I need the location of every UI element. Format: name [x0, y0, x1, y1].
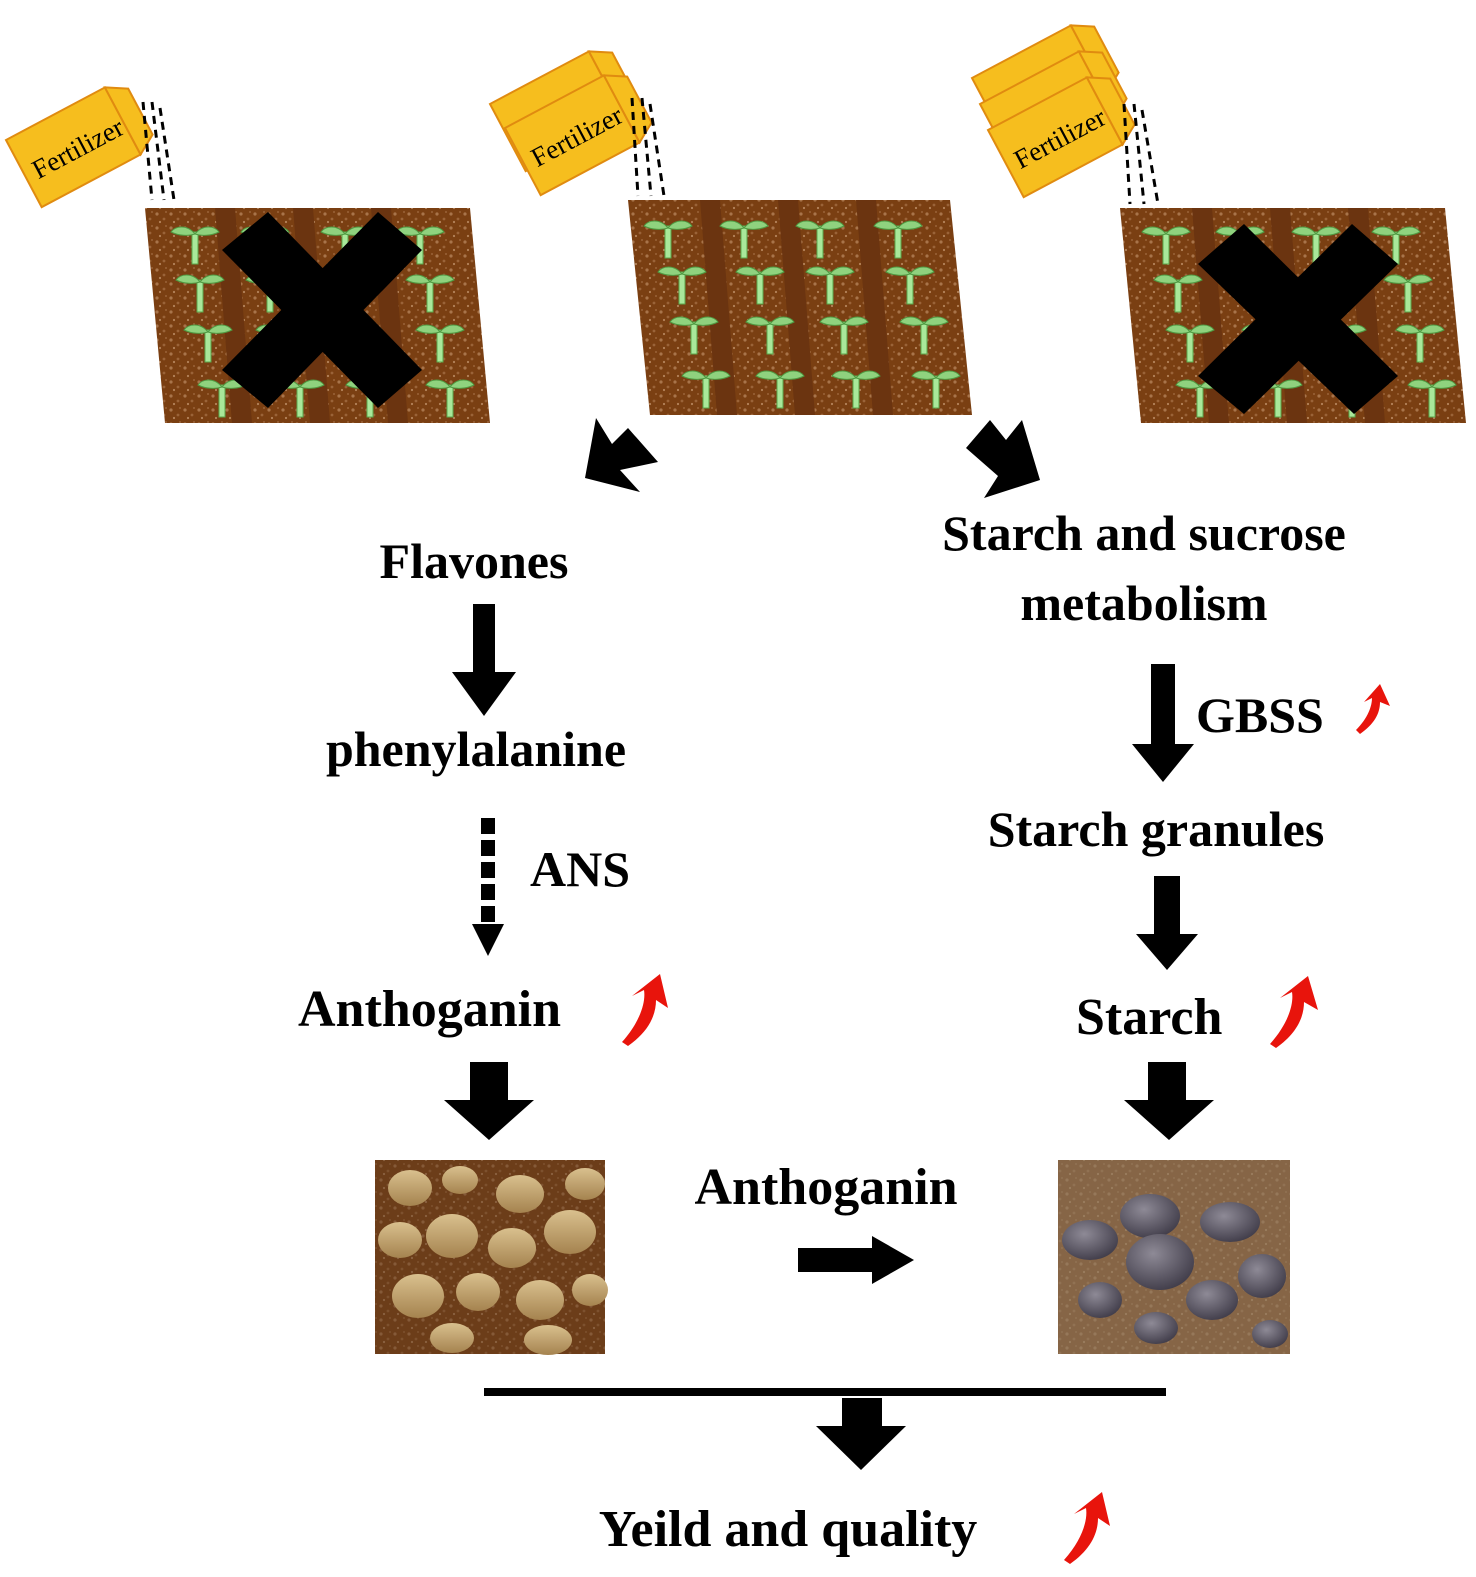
starch-sucrose-label-line2: metabolism	[1020, 575, 1267, 631]
ans-enzyme-label: ANS	[530, 841, 630, 897]
anthoganin-label: Anthoganin	[298, 981, 561, 1038]
fertilizer-stream-1	[141, 101, 176, 201]
reject-x-mark-1	[222, 212, 422, 408]
dashed-arrow-ans	[472, 818, 504, 956]
arrow-granules-to-starch	[1136, 876, 1198, 970]
starch-granules-label: Starch granules	[988, 801, 1325, 857]
field-optimal-fertilizer: Fertilizer	[488, 50, 972, 415]
field-high-fertilizer: Fertilizer	[970, 24, 1466, 423]
increase-arrow-anthoganin	[622, 974, 668, 1046]
increase-arrow-gbss	[1356, 684, 1390, 734]
branch-arrow-right	[966, 420, 1040, 498]
soil-plot-2	[628, 200, 972, 415]
purple-potatoes-photo	[1058, 1160, 1290, 1354]
increase-arrow-starch	[1270, 976, 1318, 1048]
field-low-fertilizer: Fertilizer	[4, 86, 490, 423]
fertilizer-bag-3c: Fertilizer	[986, 76, 1136, 199]
arrow-starch-to-potatoes	[1124, 1062, 1214, 1140]
flavones-label: Flavones	[380, 533, 569, 589]
starch-label: Starch	[1076, 989, 1222, 1046]
branch-arrow-left	[585, 418, 658, 492]
starch-sucrose-label-line1: Starch and sucrose	[942, 505, 1346, 561]
arrow-flavones-to-phenylalanine	[452, 604, 516, 716]
merge-bar	[484, 1388, 1166, 1396]
increase-arrow-yield	[1064, 1492, 1110, 1564]
reject-x-mark-3	[1198, 224, 1398, 414]
gbss-enzyme-label: GBSS	[1196, 687, 1324, 743]
fertilizer-bag-1: Fertilizer	[4, 86, 154, 209]
conversion-label: Anthoganin	[695, 1159, 958, 1216]
yield-quality-label: Yeild and quality	[599, 1501, 978, 1558]
arrow-to-outcome	[816, 1398, 906, 1470]
phenylalanine-label: phenylalanine	[326, 721, 626, 777]
arrow-metabolism-to-granules	[1132, 664, 1194, 782]
yellow-potatoes-photo	[375, 1160, 608, 1355]
fertilizer-stream-2	[630, 97, 666, 197]
fertilizer-stream-3	[1122, 103, 1160, 205]
arrow-anthoganin-to-potatoes	[444, 1062, 534, 1140]
arrow-conversion	[798, 1236, 914, 1284]
